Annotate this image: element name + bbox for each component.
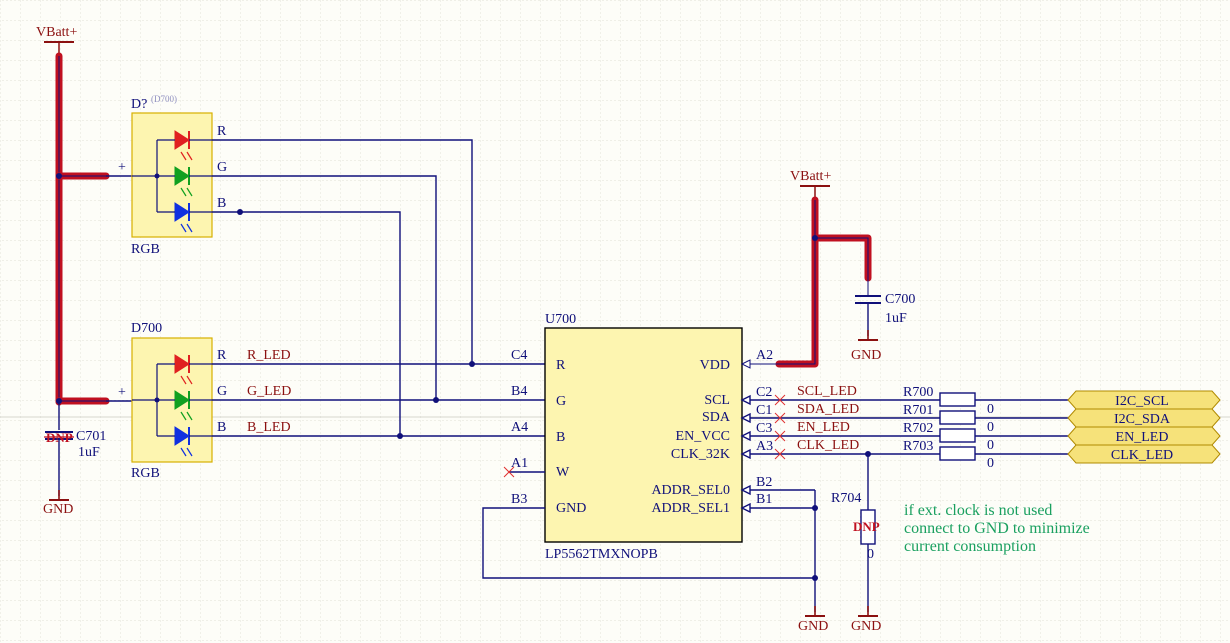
- u700-pin-b-name: B: [556, 430, 565, 445]
- u700-pin-en-vcc-name: EN_VCC: [676, 429, 730, 444]
- u700-pin-a2-num: A2: [756, 348, 773, 363]
- u700-pin-scl-name: SCL: [704, 393, 730, 408]
- note-line-3: current consumption: [904, 538, 1036, 555]
- resistor-r704[interactable]: R704 DNP 0 GND: [831, 451, 881, 634]
- u700-pin-vdd-name: VDD: [700, 358, 730, 373]
- resistor-r702[interactable]: R702 0: [903, 421, 994, 453]
- led-d-top-plus: +: [118, 160, 126, 175]
- port-en-led[interactable]: EN_LED: [1067, 426, 1221, 446]
- gnd-u700-label: GND: [798, 619, 828, 634]
- net-en-led: EN_LED: [797, 420, 850, 435]
- u700-pin-c4-num: C4: [511, 348, 527, 363]
- note-line-2: connect to GND to minimize: [904, 520, 1090, 537]
- u700-ref: U700: [545, 312, 576, 327]
- gnd-c701-label: GND: [43, 502, 73, 517]
- capacitor-c701[interactable]: DNP C701 1uF GND: [43, 402, 106, 517]
- port-i2c-scl[interactable]: I2C_SCL: [1067, 390, 1221, 410]
- vbatt-left-power: VBatt+: [36, 25, 132, 406]
- port-clk-led[interactable]: CLK_LED: [1067, 444, 1221, 464]
- resistor-r703[interactable]: R703 0: [903, 439, 994, 471]
- u700-pin-b1-num: B1: [756, 492, 772, 507]
- r701-value: 0: [987, 420, 994, 435]
- u700-pin-c2-num: C2: [756, 385, 772, 400]
- net-sda-led: SDA_LED: [797, 402, 859, 417]
- u700-pin-w-name: W: [556, 465, 570, 480]
- c700-ref: C700: [885, 292, 915, 307]
- gnd-r704-label: GND: [851, 619, 881, 634]
- u700-part: LP5562TMXNOPB: [545, 547, 658, 562]
- wires-d700-u700: [212, 363, 545, 437]
- u700-pin-b3-num: B3: [511, 492, 527, 507]
- design-note: if ext. clock is not used connect to GND…: [904, 502, 1090, 555]
- net-g-led: G_LED: [247, 384, 291, 399]
- u700-pin-c3-num: C3: [756, 421, 772, 436]
- led-d-top-pin-b: B: [217, 196, 226, 211]
- r704-ref: R704: [831, 491, 861, 506]
- net-b-led: B_LED: [247, 420, 291, 435]
- u700-pin-a3-num: A3: [756, 439, 773, 454]
- port-clk-led-label: CLK_LED: [1111, 448, 1173, 463]
- u700-pin-gnd-name: GND: [556, 501, 586, 516]
- net-scl-led: SCL_LED: [797, 384, 857, 399]
- resistor-r700[interactable]: R700 0: [903, 385, 994, 417]
- led-d700-pin-g: G: [217, 384, 227, 399]
- port-i2c-sda-label: I2C_SDA: [1114, 412, 1171, 427]
- u700-pin-g-name: G: [556, 394, 566, 409]
- u700-pin-b4-num: B4: [511, 384, 527, 399]
- net-r-led: R_LED: [247, 348, 291, 363]
- port-i2c-sda[interactable]: I2C_SDA: [1067, 408, 1221, 428]
- u700-pin-addr-sel0-name: ADDR_SEL0: [651, 483, 730, 498]
- u700-pin-b2-num: B2: [756, 475, 772, 490]
- note-line-1: if ext. clock is not used: [904, 502, 1052, 519]
- led-d-top-pin-r: R: [217, 124, 227, 139]
- c701-value: 1uF: [78, 445, 100, 460]
- led-d700-value: RGB: [131, 466, 160, 481]
- port-en-led-label: EN_LED: [1116, 430, 1169, 445]
- capacitor-c700[interactable]: C700 1uF GND: [851, 292, 915, 363]
- r704-value: 0: [867, 547, 874, 562]
- ic-u700[interactable]: U700 LP5562TMXNOPB C4 B4 A4 A1 B3 R G B …: [503, 312, 940, 562]
- vbatt-right-label: VBatt+: [790, 169, 831, 184]
- gnd-c700-label: GND: [851, 348, 881, 363]
- u700-pin-sda-name: SDA: [702, 410, 731, 425]
- u700-pin-r-name: R: [556, 358, 566, 373]
- r703-value: 0: [987, 456, 994, 471]
- vdd-power-net: VBatt+: [740, 169, 872, 369]
- u700-pin-c1-num: C1: [756, 403, 772, 418]
- led-d-top-pin-g: G: [217, 160, 227, 175]
- r700-ref: R700: [903, 385, 933, 400]
- vbatt-left-label: VBatt+: [36, 25, 77, 40]
- r700-value: 0: [987, 402, 994, 417]
- r702-value: 0: [987, 438, 994, 453]
- r701-ref: R701: [903, 403, 933, 418]
- r704-dnp-label: DNP: [853, 519, 880, 534]
- led-d700-plus: +: [118, 385, 126, 400]
- wires-top-led: [212, 139, 473, 436]
- u700-pin-a4-num: A4: [511, 420, 528, 435]
- port-i2c-scl-label: I2C_SCL: [1115, 394, 1169, 409]
- u700-pin-a1-num: A1: [511, 456, 528, 471]
- net-clk-led: CLK_LED: [797, 438, 859, 453]
- r703-ref: R703: [903, 439, 933, 454]
- led-d700-ref: D700: [131, 321, 162, 336]
- led-d-top-value: RGB: [131, 242, 160, 257]
- r702-ref: R702: [903, 421, 933, 436]
- led-d700[interactable]: D700 + R G B RGB: [118, 321, 227, 481]
- led-d700-pin-b: B: [217, 420, 226, 435]
- u700-pin-clk-32k-name: CLK_32K: [671, 447, 730, 462]
- resistor-r701[interactable]: R701 0: [903, 403, 994, 435]
- c700-value: 1uF: [885, 311, 907, 326]
- led-d-top[interactable]: D? (D700) + R G B RGB: [118, 94, 227, 257]
- led-d700-pin-r: R: [217, 348, 227, 363]
- c701-ref: C701: [76, 429, 106, 444]
- led-d-top-ref: D?: [131, 97, 147, 112]
- led-d-top-ref-alt: (D700): [151, 94, 177, 104]
- u700-pin-addr-sel1-name: ADDR_SEL1: [651, 501, 730, 516]
